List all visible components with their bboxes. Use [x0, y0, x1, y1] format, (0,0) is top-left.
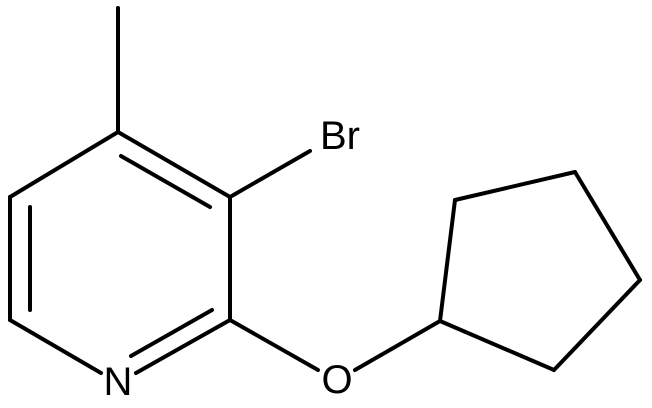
bond-cp2-cp3: [453, 170, 577, 202]
bond-c5-c4: [8, 130, 120, 199]
bond-c2-n1: [134, 318, 232, 375]
atom-label-bromine: Br: [320, 114, 360, 158]
bond-c4-c3: [116, 130, 232, 199]
bond-c3-br: [228, 149, 312, 199]
bond-cp5-cp1: [438, 319, 556, 372]
bond-o-cp: [353, 319, 442, 372]
bond-cp4-cp5: [552, 278, 642, 372]
bond-cp1-cp2: [438, 198, 457, 323]
bond-c2-o: [228, 318, 320, 372]
atom-label-oxygen: O: [321, 358, 352, 402]
bond-cp3-cp4: [573, 170, 642, 282]
bond-n1-c6: [8, 318, 103, 375]
atom-label-nitrogen: N: [104, 360, 133, 404]
bond-c4-c3-inner: [119, 154, 212, 209]
bond-c2-n1-inner: [129, 308, 214, 358]
